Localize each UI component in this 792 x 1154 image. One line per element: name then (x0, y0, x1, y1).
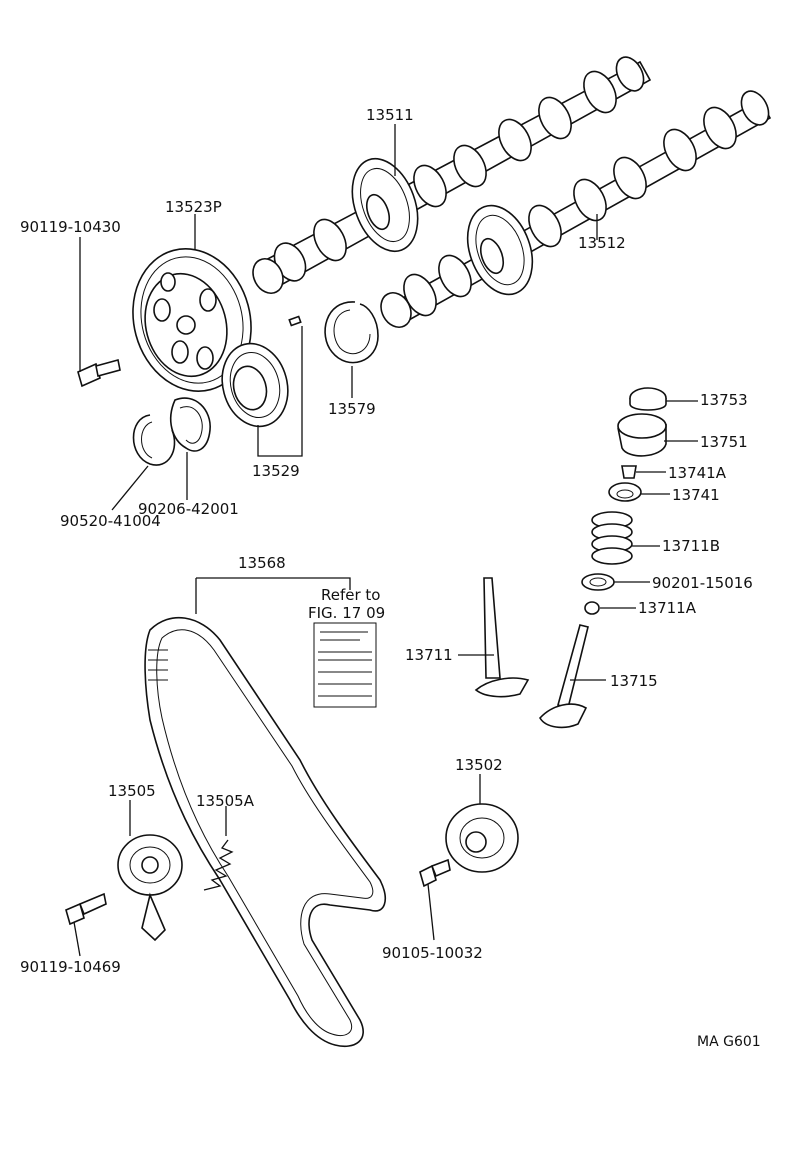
label-13505: 13505 (108, 782, 156, 800)
label-13505a: 13505A (196, 792, 255, 810)
valve-lifter-shim-13753 (629, 387, 667, 411)
label-13741a: 13741A (668, 464, 727, 482)
intake-valve-13711 (474, 577, 530, 698)
label-13753: 13753 (700, 391, 748, 409)
tensioner-pulley-13505 (117, 834, 183, 942)
label-90520-41004: 90520-41004 (60, 512, 161, 530)
label-13529: 13529 (252, 462, 300, 480)
valve-stem-seal-13711a (584, 601, 600, 615)
refer-note (313, 622, 377, 708)
label-13711b: 13711B (662, 537, 720, 555)
label-13512: 13512 (578, 234, 626, 252)
tension-spring-13505a (203, 839, 234, 891)
timing-belt-13568 (144, 616, 386, 1047)
valve-lifter-13751 (617, 413, 667, 457)
label-13711a: 13711A (638, 599, 697, 617)
cam-timing-pulley-13523p (132, 248, 252, 392)
label-90201-15016: 90201-15016 (652, 574, 753, 592)
exhaust-valve-13715 (539, 624, 589, 729)
label-13579: 13579 (328, 400, 376, 418)
leader-lines (73, 124, 698, 957)
camshaft-13511 (252, 56, 652, 294)
label-90119-10469: 90119-10469 (20, 958, 121, 976)
snap-ring-90520-41004 (132, 414, 176, 466)
bolt-90119-10430 (77, 359, 121, 388)
label-13751: 13751 (700, 433, 748, 451)
bolt-90105-10032 (419, 858, 451, 888)
valve-spring-13711b (591, 511, 633, 565)
footer-code: MA G601 (697, 1034, 761, 1050)
label-90206-42001: 90206-42001 (138, 500, 239, 518)
camshaft-13512 (380, 90, 772, 328)
oil-seal-90201-15016 (581, 573, 615, 591)
valve-spring-retainer-13741 (608, 482, 642, 502)
refer-to-line1: Refer to (321, 586, 380, 604)
idler-pulley-13502 (445, 803, 519, 873)
label-13711: 13711 (405, 646, 453, 664)
part-labels: 13511 13512 13523P 90119-10430 13579 135… (20, 106, 761, 1050)
label-13502: 13502 (455, 756, 503, 774)
gasket-90206-42001 (170, 397, 211, 452)
refer-to-line2: FIG. 17 09 (308, 604, 385, 622)
label-13511: 13511 (366, 106, 414, 124)
label-13715: 13715 (610, 672, 658, 690)
gear-13529 (221, 315, 302, 428)
label-13523p: 13523P (165, 198, 222, 216)
snap-ring-13579 (324, 301, 379, 364)
label-90119-10430: 90119-10430 (20, 218, 121, 236)
bolt-90119-10469 (65, 892, 107, 926)
label-13568: 13568 (238, 554, 286, 572)
valve-keeper-13741a (621, 465, 637, 479)
label-90105-10032: 90105-10032 (382, 944, 483, 962)
label-13741: 13741 (672, 486, 720, 504)
